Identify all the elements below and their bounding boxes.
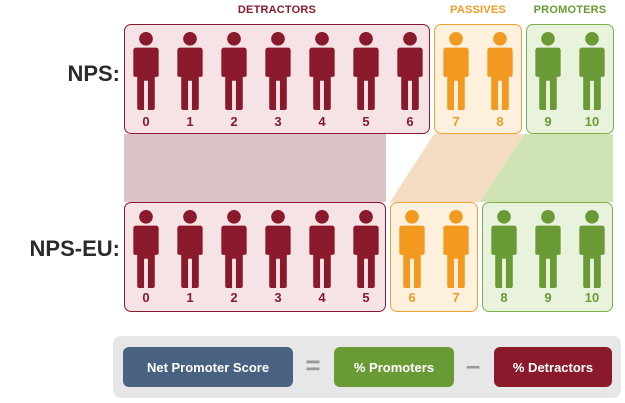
score-number: 8: [500, 290, 508, 305]
person-icon: [133, 32, 159, 110]
passives-header: PASSIVES: [450, 4, 506, 16]
score-number: 2: [230, 114, 238, 129]
score-number: 0: [142, 290, 150, 305]
passive-connector: [390, 134, 524, 202]
promoter-connector: [480, 134, 613, 202]
detractors-percent-box: % Detractors: [494, 347, 612, 387]
score-number: 4: [318, 290, 326, 305]
person-icon: [579, 32, 605, 110]
score-number: 6: [406, 114, 414, 129]
score-number: 5: [362, 290, 370, 305]
score-number: 4: [318, 114, 326, 129]
person-icon: [491, 210, 517, 288]
score-number: 7: [452, 114, 460, 129]
net-promoter-score-box: Net Promoter Score: [123, 347, 293, 387]
person-icon: [443, 210, 469, 288]
person-icon: [177, 32, 203, 110]
promoters-header: PROMOTERS: [533, 4, 607, 16]
person-icon: [309, 32, 335, 110]
person-icon: [397, 32, 423, 110]
person-icon: [353, 32, 379, 110]
minus-sign: –: [465, 350, 481, 380]
score-number: 2: [230, 290, 238, 305]
score-number: 10: [584, 290, 600, 305]
score-number: 8: [496, 114, 504, 129]
row-label-nps: NPS:: [67, 61, 120, 86]
detractors-header: DETRACTORS: [237, 4, 317, 16]
person-icon: [579, 210, 605, 288]
equals-sign: =: [305, 350, 321, 380]
score-number: 1: [186, 114, 194, 129]
person-icon: [309, 210, 335, 288]
person-icon: [221, 210, 247, 288]
score-number: 6: [408, 290, 416, 305]
person-icon: [265, 32, 291, 110]
score-number: 3: [274, 114, 282, 129]
person-icon: [353, 210, 379, 288]
score-number: 10: [584, 114, 600, 129]
detractor-connector: [124, 134, 386, 202]
score-number: 3: [274, 290, 282, 305]
nps-eu-detractor-group: [124, 202, 386, 312]
person-icon: [535, 210, 561, 288]
person-icon: [265, 210, 291, 288]
row-label-nps-eu: NPS-EU:: [29, 236, 120, 261]
person-icon: [535, 32, 561, 110]
promoters-percent-box: % Promoters: [334, 347, 454, 387]
score-number: 1: [186, 290, 194, 305]
person-icon: [399, 210, 425, 288]
person-icon: [133, 210, 159, 288]
person-icon: [221, 32, 247, 110]
score-number: 7: [452, 290, 460, 305]
score-number: 9: [544, 290, 552, 305]
score-number: 9: [544, 114, 552, 129]
score-number: 0: [142, 114, 150, 129]
person-icon: [443, 32, 469, 110]
person-icon: [487, 32, 513, 110]
score-number: 5: [362, 114, 370, 129]
person-icon: [177, 210, 203, 288]
